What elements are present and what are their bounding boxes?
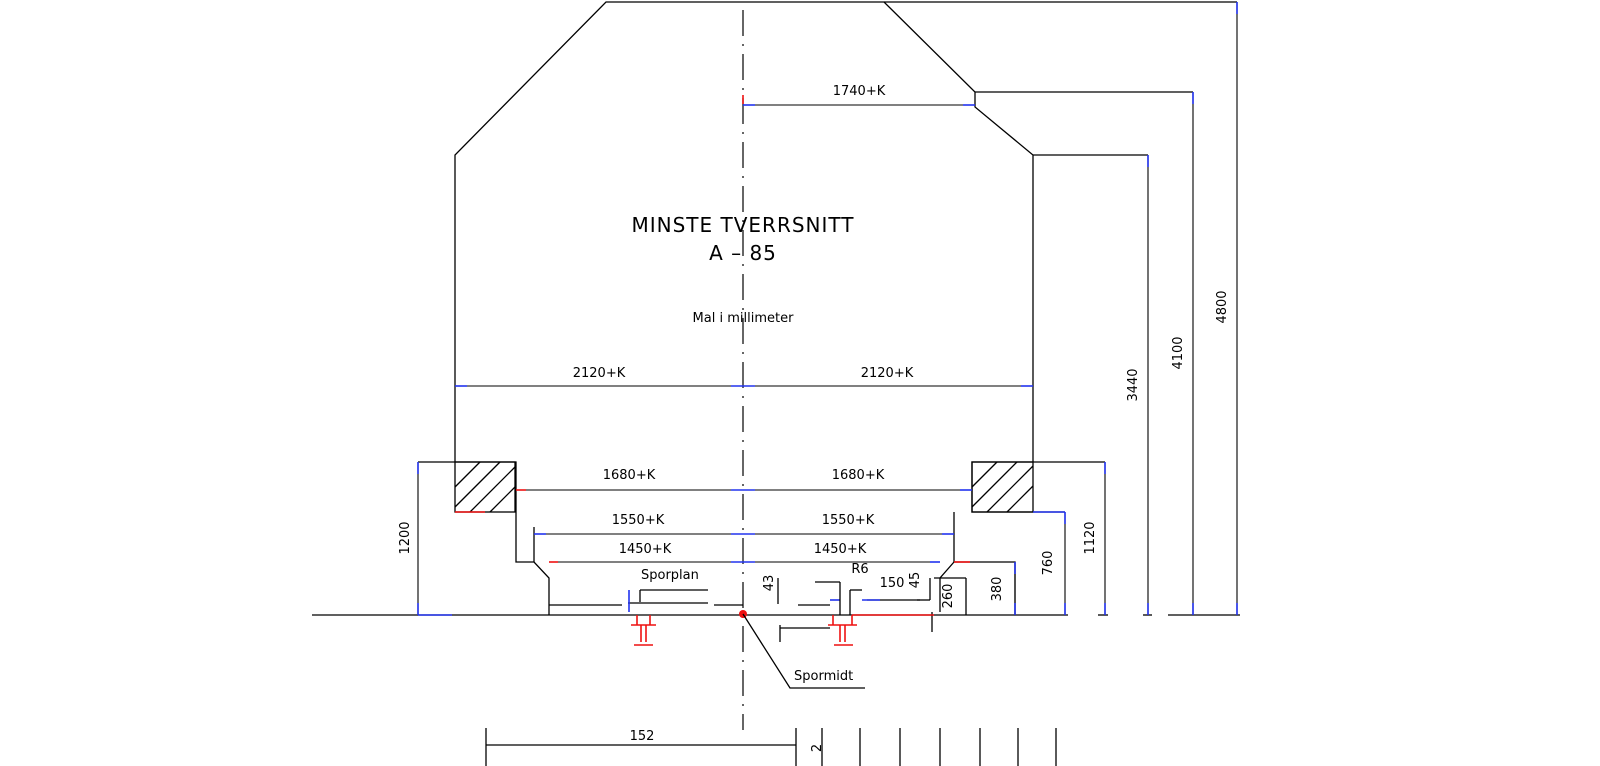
dim-1740: 1740+K: [833, 84, 886, 99]
dim-260: 260: [941, 584, 956, 609]
dim-1550-left: 1550+K: [612, 513, 665, 528]
dim-45: 45: [908, 572, 923, 589]
dim-2120-left: 2120+K: [573, 366, 626, 381]
dim-line-1200: [417, 462, 452, 616]
dim-760: 760: [1041, 551, 1056, 576]
track-center-label: Spormidt: [794, 669, 853, 684]
rail-plane-detail: [549, 578, 934, 642]
rail-right: [828, 615, 857, 646]
dim-line-1740: [742, 95, 975, 106]
dim-line-760: [1033, 511, 1066, 615]
rail-left: [631, 615, 656, 646]
dim-1450-left: 1450+K: [619, 542, 672, 557]
dim-43: 43: [762, 575, 777, 592]
hatch-right: [971, 461, 1034, 513]
drawing-title: MINSTE TVERRSNITT: [632, 213, 855, 237]
dim-1450-right: 1450+K: [814, 542, 867, 557]
hatch-left: [454, 461, 516, 513]
dim-1680-left: 1680+K: [603, 468, 656, 483]
dim-1680-right: 1680+K: [832, 468, 885, 483]
dim-150: 150: [880, 576, 905, 591]
units-note: Mal i millimeter: [693, 311, 795, 326]
rail-plane-label: Sporplan: [641, 568, 699, 583]
lower-outline-right-step: [953, 512, 1016, 615]
dim-r6: R6: [851, 562, 868, 577]
dim-4800: 4800: [1215, 290, 1230, 323]
bottom-partial-dims: [485, 728, 1057, 766]
dim-1550-right: 1550+K: [822, 513, 875, 528]
clearance-outline: [454, 1, 1034, 462]
dim-4100: 4100: [1171, 336, 1186, 369]
dim-1200: 1200: [398, 521, 413, 554]
dim-380: 380: [990, 577, 1005, 602]
dim-1120: 1120: [1083, 521, 1098, 554]
dim-2120-right: 2120+K: [861, 366, 914, 381]
drawing-subtitle: A – 85: [709, 241, 777, 265]
dim-3440: 3440: [1126, 368, 1141, 401]
lower-outline-left: [418, 461, 550, 615]
dim-152: 152: [630, 729, 655, 744]
dim-line-1550: [533, 527, 954, 562]
dim-2-partial: 2: [810, 744, 825, 752]
track-center-leader: [742, 613, 865, 689]
